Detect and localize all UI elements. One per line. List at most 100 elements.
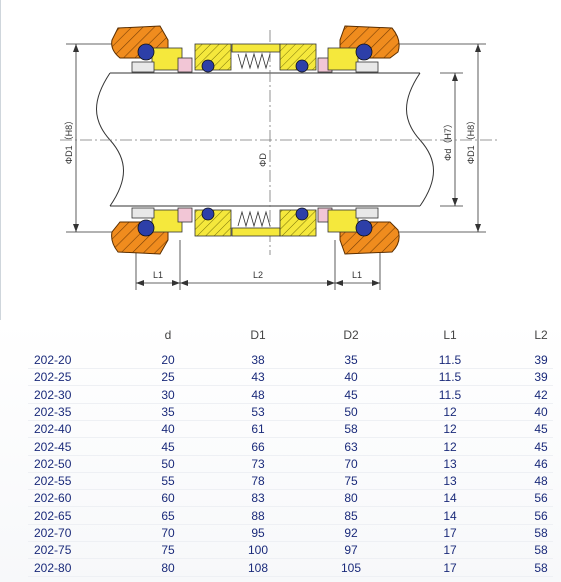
header-l1: L1: [443, 328, 457, 342]
cell-d1: 53: [251, 404, 265, 419]
row-divider: [28, 558, 553, 560]
cell-l2: 39: [534, 370, 548, 385]
orings-top: [137, 43, 373, 73]
row-divider: [28, 368, 553, 369]
row-divider: [28, 385, 553, 387]
cell-l1: 14: [443, 491, 457, 506]
centerlines: [60, 30, 500, 255]
cell-l1: 11.5: [438, 370, 462, 385]
header-d1: D1: [250, 328, 266, 342]
cell-l1: 12: [443, 439, 457, 454]
cell-d2: 35: [344, 353, 358, 367]
cell-d2: 92: [344, 526, 358, 540]
model-code: 202-45: [34, 439, 72, 454]
cell-d: 80: [161, 560, 175, 575]
row-divider: [28, 506, 553, 508]
table-row: 202-45 45 66 63 12 45: [0, 439, 561, 456]
cell-d: 30: [161, 387, 175, 402]
cell-d: 55: [161, 474, 175, 489]
cell-d1: 73: [251, 456, 265, 471]
cell-l1: 14: [443, 508, 457, 523]
table-row: 202-25 25 43 40 11.5 39: [0, 369, 561, 387]
cell-d2: 63: [344, 439, 358, 454]
row-divider: [28, 471, 553, 473]
cell-l1: 12: [443, 422, 457, 437]
cell-d2: 97: [344, 543, 358, 558]
cell-d2: 105: [340, 560, 362, 575]
model-code: 202-75: [34, 543, 72, 558]
cell-d1: 108: [247, 560, 269, 575]
cell-d: 45: [161, 439, 175, 454]
label-d1-right: ΦD1（H8）: [466, 116, 476, 164]
cell-d1: 66: [251, 439, 265, 454]
orings-bottom: [137, 207, 373, 237]
cell-l2: 58: [534, 543, 548, 558]
cell-d1: 38: [251, 353, 265, 367]
shaft: [96, 72, 434, 207]
cell-l1: 17: [443, 543, 457, 558]
model-code: 202-25: [34, 370, 72, 385]
cell-l2: 58: [534, 526, 548, 540]
row-divider: [28, 402, 553, 404]
cell-d1: 88: [251, 508, 265, 523]
cell-l2: 42: [534, 387, 548, 402]
cell-l2: 56: [534, 508, 548, 523]
row-divider: [28, 454, 553, 456]
model-code: 202-50: [34, 456, 72, 471]
cell-d: 25: [161, 370, 175, 385]
cell-l2: 45: [534, 439, 548, 454]
cell-d2: 75: [344, 474, 358, 489]
label-l1-right: L1: [352, 270, 362, 280]
model-code: 202-30: [34, 387, 72, 402]
label-d-inner: Φd（H7）: [443, 119, 453, 161]
cell-l2: 45: [534, 422, 548, 437]
row-divider: [28, 489, 553, 491]
cell-l1: 17: [443, 560, 457, 575]
cell-d1: 95: [251, 526, 265, 540]
row-divider: [28, 575, 553, 577]
cell-l1: 11.5: [438, 387, 462, 402]
cell-d: 50: [161, 456, 175, 471]
cell-d1: 43: [251, 370, 265, 385]
cell-d2: 58: [344, 422, 358, 437]
cell-d2: 85: [344, 508, 358, 523]
cell-l2: 40: [534, 404, 548, 419]
model-code: 202-70: [34, 526, 72, 540]
cell-d: 70: [161, 526, 175, 540]
cell-d2: 45: [344, 387, 358, 402]
cell-l1: 12: [443, 404, 457, 419]
cell-d1: 78: [251, 474, 265, 489]
cell-l2: 58: [534, 560, 548, 575]
cell-d: 75: [161, 543, 175, 558]
model-code: 202-35: [34, 404, 72, 419]
cell-d2: 40: [344, 370, 358, 385]
cell-l1: 13: [443, 456, 457, 471]
model-code: 202-80: [34, 560, 72, 575]
cell-d2: 80: [344, 491, 358, 506]
table-row: 202-55 55 78 75 13 48: [0, 473, 561, 491]
header-d: d: [164, 328, 172, 342]
cell-l1: 13: [443, 474, 457, 489]
model-code: 202-55: [34, 474, 72, 489]
label-l2: L2: [253, 270, 263, 280]
label-d1-left: ΦD1（H8）: [64, 116, 74, 164]
row-divider: [28, 523, 553, 525]
model-code: 202-60: [34, 491, 72, 506]
cell-l1: 11.5: [438, 353, 462, 367]
cell-d1: 61: [251, 422, 265, 437]
cell-l2: 48: [534, 474, 548, 489]
dimension-arrows: [73, 44, 481, 286]
cell-l2: 46: [534, 456, 548, 471]
cell-d1: 83: [251, 491, 265, 506]
header-l2: L2: [534, 328, 548, 342]
seal-assembly-top: [131, 43, 379, 73]
cell-d1: 48: [251, 387, 265, 402]
cell-l2: 56: [534, 491, 548, 506]
seal-cross-section-diagram: ΦD1（H8） ΦD Φd（H7） ΦD1（H8） L1 L2 L1: [60, 25, 500, 290]
